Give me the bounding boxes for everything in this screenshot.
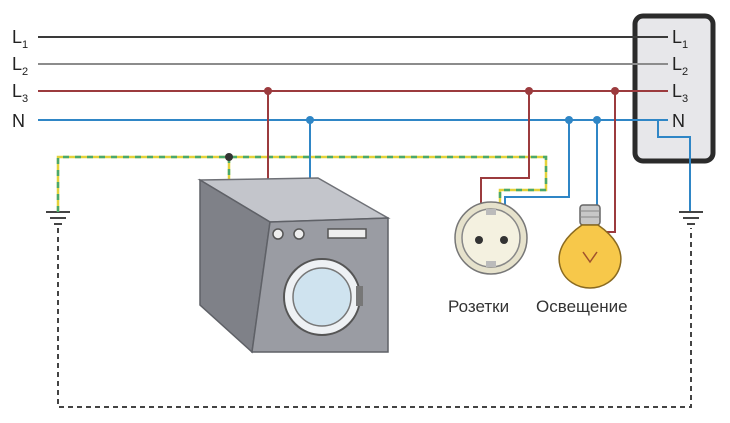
left-label-l2: L2: [12, 54, 28, 78]
junction-dot: [565, 116, 573, 124]
ground-dashed-link: [57, 228, 692, 408]
caption-lighting: Освещение: [536, 297, 628, 316]
junction-dot: [611, 87, 619, 95]
protective-earth-wire: [56, 155, 548, 238]
light-bulb-icon: [558, 204, 622, 289]
panel-label-l3: L3: [672, 81, 688, 105]
ground-symbol-left: [46, 211, 70, 225]
panel-label-l2: L2: [672, 54, 688, 78]
ground-symbol-right: [679, 211, 703, 225]
junction-dot: [525, 87, 533, 95]
junction-dot: [593, 116, 601, 124]
caption-sockets: Розетки: [448, 297, 509, 316]
left-label-n: N: [12, 111, 25, 131]
panel-neutral-to-ground: [657, 120, 691, 212]
left-label-l1: L1: [12, 27, 28, 51]
washing-machine-icon: [197, 177, 391, 354]
distribution-panel: [632, 13, 716, 164]
junction-dot: [306, 116, 314, 124]
panel-label-n: N: [672, 111, 685, 131]
left-label-l3: L3: [12, 81, 28, 105]
panel-label-l1: L1: [672, 27, 688, 51]
junction-dot: [264, 87, 272, 95]
socket-icon: [454, 201, 528, 275]
junction-dot: [225, 153, 233, 161]
